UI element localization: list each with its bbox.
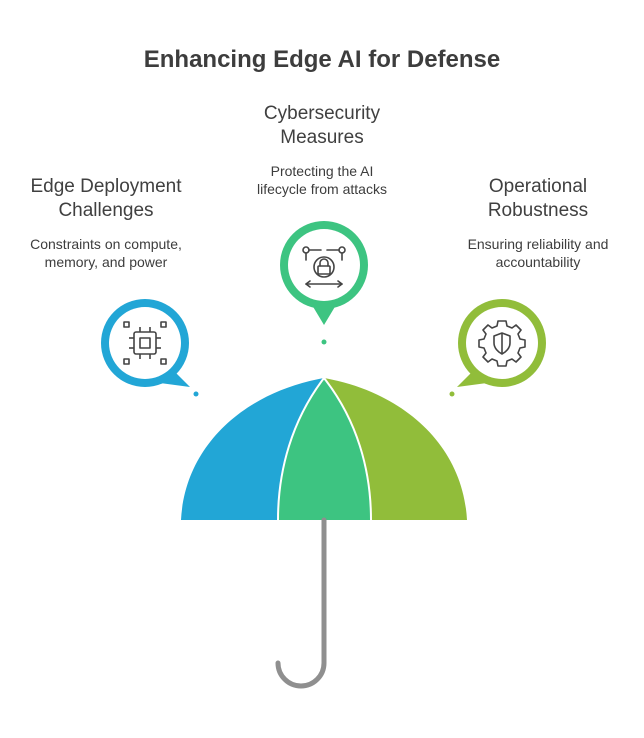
heading-line: Measures: [280, 127, 364, 148]
connector-dot: [193, 391, 199, 397]
canopy-seam: [277, 377, 372, 521]
heading-line: Edge Deployment: [30, 176, 182, 197]
operational-robustness-pin: [449, 299, 546, 397]
canopy-middle-panel: [278, 378, 371, 520]
description-line: Protecting the AI: [270, 163, 374, 179]
umbrella-handle: [275, 517, 327, 689]
cybersecurity-heading: Cybersecurity Measures: [222, 102, 422, 150]
heading-line: Robustness: [487, 200, 589, 221]
description-line: lifecycle from attacks: [257, 181, 387, 197]
gear-shield-icon: [478, 320, 526, 367]
lock-network-icon: [302, 246, 346, 288]
canopy-right-panel: [324, 378, 467, 520]
edge-deployment-heading: Edge Deployment Challenges: [6, 175, 206, 223]
edge-deployment-description: Constraints on compute, memory, and powe…: [6, 235, 206, 271]
connector-dot: [449, 391, 455, 397]
edge-deployment-pin: [101, 299, 199, 397]
heading-line: Cybersecurity: [263, 103, 381, 124]
heading-line: Operational: [488, 176, 588, 197]
description-line: Ensuring reliability and: [467, 236, 609, 252]
connector-dot: [321, 339, 327, 345]
description-line: Constraints on compute,: [30, 236, 182, 252]
heading-line: Challenges: [58, 200, 154, 221]
description-line: memory, and power: [44, 254, 168, 270]
description-line: accountability: [495, 254, 581, 270]
canopy-left-panel: [181, 378, 324, 520]
cybersecurity-description: Protecting the AI lifecycle from attacks: [222, 162, 422, 198]
cybersecurity-pin: [280, 221, 368, 345]
operational-robustness-description: Ensuring reliability and accountability: [438, 235, 638, 271]
diagram-title: Enhancing Edge AI for Defense: [143, 46, 501, 73]
operational-robustness-heading: Operational Robustness: [438, 175, 638, 223]
cpu-chip-icon: [123, 321, 167, 365]
